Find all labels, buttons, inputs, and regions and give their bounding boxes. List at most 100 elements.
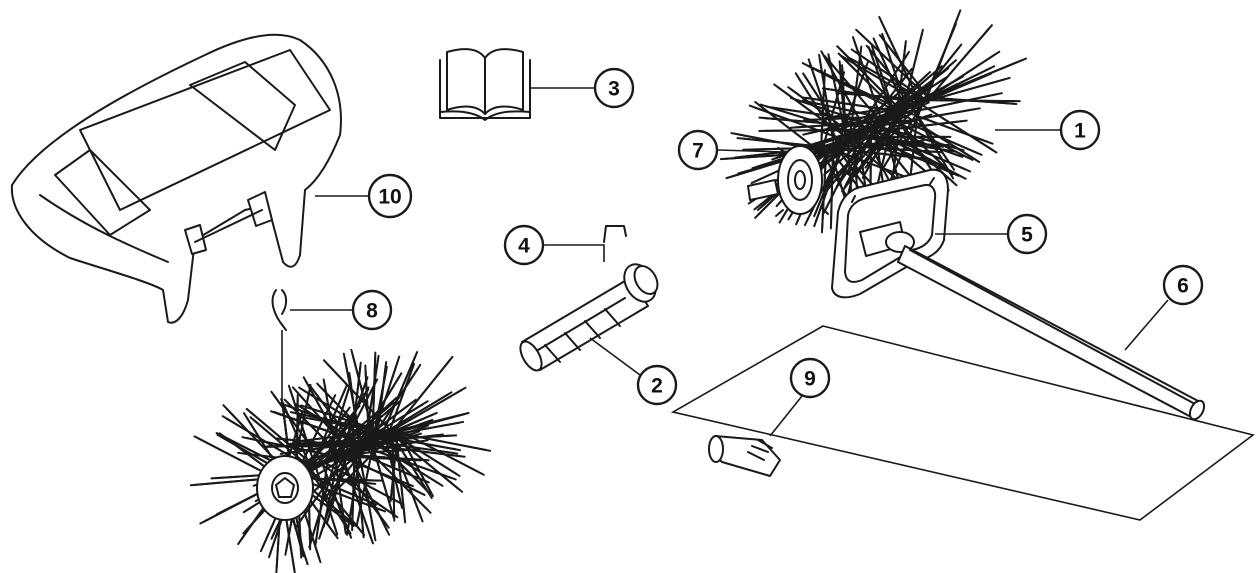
bristle-highlight	[394, 389, 463, 430]
callout-8: 8	[351, 289, 393, 331]
svg-text:5: 5	[1021, 224, 1033, 247]
bristle-highlight	[399, 437, 458, 475]
bristle-highlight	[908, 93, 998, 114]
callout-2: 2	[636, 364, 678, 406]
leader-2	[589, 337, 641, 376]
bristle-highlight	[813, 67, 891, 106]
bristle-highlight	[345, 466, 373, 540]
bristle-highlight	[842, 64, 868, 132]
bristle-highlight	[347, 431, 416, 454]
leader-6	[1124, 299, 1169, 351]
bristle-highlight	[869, 49, 891, 107]
callout-7: 7	[677, 129, 719, 171]
bristle-highlight	[929, 109, 994, 152]
bristle-highlight	[753, 106, 832, 136]
leader-9	[769, 395, 803, 437]
bristle-highlight	[861, 55, 908, 124]
bristle-highlight	[355, 460, 365, 534]
callout-1: 1	[1059, 109, 1101, 151]
svg-text:3: 3	[608, 78, 620, 101]
coupler-inset-frame	[670, 325, 1255, 521]
manual-book-icon	[439, 48, 531, 121]
bristle-highlight	[305, 428, 361, 469]
drive-shaft-icon	[519, 263, 659, 372]
bristle-highlight	[317, 475, 338, 533]
svg-text:9: 9	[804, 368, 816, 391]
bristle-highlight	[391, 366, 414, 424]
svg-text:7: 7	[692, 140, 704, 163]
bristle-highlight	[252, 418, 303, 462]
bristle-highlight	[373, 451, 394, 515]
callout-4: 4	[503, 224, 545, 266]
bristle-highlight	[888, 112, 920, 184]
bristle-highlight	[897, 43, 907, 105]
bristle-highlight	[854, 50, 916, 94]
svg-text:10: 10	[378, 186, 401, 209]
svg-text:4: 4	[518, 235, 530, 258]
bristle-highlight	[885, 108, 976, 126]
callout-6: 6	[1162, 264, 1204, 306]
bristle-highlight	[400, 359, 451, 422]
bristle-highlight	[353, 402, 425, 448]
bristle-highlight	[391, 421, 460, 436]
clip-icon	[603, 225, 627, 243]
bristle-highlight	[385, 355, 417, 425]
bristle-highlight	[380, 446, 440, 485]
bristle-highlight	[880, 20, 915, 91]
svg-text:8: 8	[366, 300, 378, 323]
bristle-highlight	[834, 140, 920, 152]
bristle-highlight	[361, 454, 426, 482]
bristle-highlight	[281, 401, 308, 459]
bristle-highlight	[342, 466, 388, 526]
callout-10: 10	[367, 173, 413, 219]
svg-text:6: 6	[1177, 275, 1189, 298]
bristle-highlight	[392, 445, 422, 518]
bristle-highlight	[354, 439, 425, 453]
bristle-highlight	[796, 75, 834, 134]
shaft-tube-icon	[897, 245, 1206, 421]
bristle-highlight	[342, 382, 377, 446]
bristle-highlight	[930, 78, 1007, 101]
bristle-highlight	[392, 437, 458, 451]
bristle-highlight	[401, 412, 466, 431]
bristle-highlight	[869, 70, 911, 123]
pin-icon	[271, 289, 288, 331]
bristle-highlight	[374, 449, 452, 479]
bristle-highlight	[937, 27, 990, 88]
callout-3: 3	[593, 67, 635, 109]
bristle-highlight	[878, 73, 929, 120]
bristle-highlight	[856, 117, 901, 174]
bristle-highlight	[824, 75, 844, 141]
leader-lines	[281, 87, 1169, 437]
bristle-highlight	[899, 124, 951, 173]
drive-gear-icon	[747, 143, 829, 217]
bristle-highlight	[828, 57, 845, 128]
bristle-highlight	[391, 443, 396, 518]
bristle-highlight	[317, 477, 363, 533]
bristle-highlight	[381, 393, 449, 436]
bristle-highlight	[359, 459, 376, 537]
bristle-highlight	[821, 160, 827, 230]
bristle-highlight	[915, 114, 990, 144]
bristle-highlight	[197, 437, 270, 476]
leader-4	[544, 244, 605, 262]
bristle-highlight	[351, 366, 362, 439]
bristle-highlight	[349, 455, 418, 462]
svg-text:1: 1	[1074, 120, 1086, 143]
bristle-highlight	[302, 389, 369, 431]
coupler-icon	[708, 435, 781, 477]
bristle-highlight	[910, 118, 977, 161]
bristle-highlight	[763, 117, 855, 127]
bristle-highlight	[917, 46, 960, 99]
bristle-highlight	[937, 99, 1017, 103]
bristle-highlight	[373, 369, 388, 431]
bristle-highlight	[334, 467, 399, 503]
bristle-highlight	[284, 404, 364, 435]
bristle-highlight	[348, 375, 359, 437]
bristle-highlight	[284, 441, 360, 455]
bristle-highlight	[868, 47, 910, 97]
svg-text:2: 2	[651, 375, 663, 398]
callout-9: 9	[789, 357, 831, 399]
bristle-highlight	[329, 392, 368, 453]
